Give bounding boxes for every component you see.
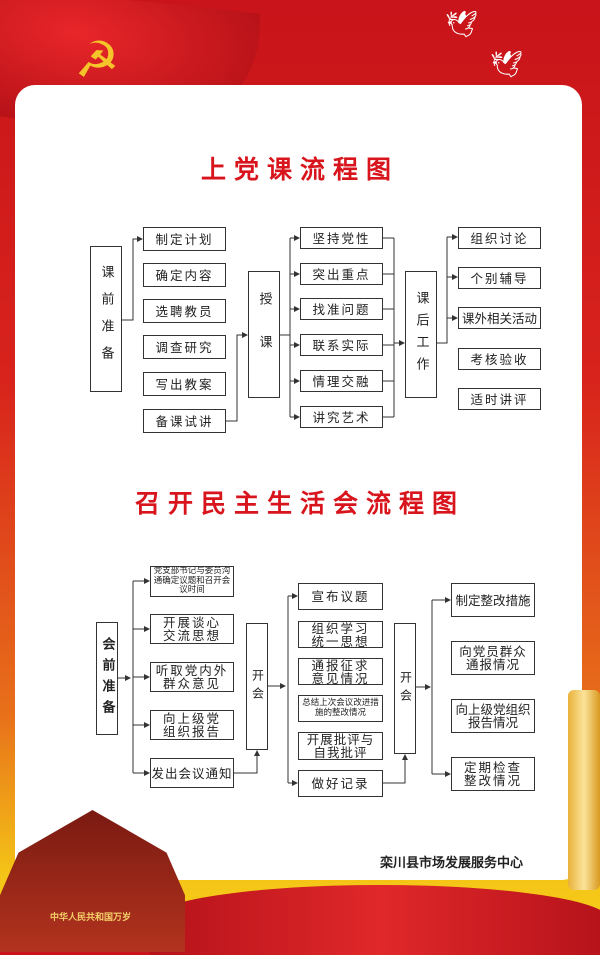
meeting-item: 做好记录	[298, 770, 383, 797]
teach-item: 坚持党性	[300, 227, 383, 249]
chart1-title: 上党课流程图	[200, 155, 399, 184]
pre-meeting-item: 开展谈心交流思想	[150, 614, 234, 644]
after-item: 考核验收	[458, 348, 541, 370]
pre-item: 调查研究	[143, 335, 226, 359]
meeting-item: 开展批评与自我批评	[298, 732, 383, 760]
after-class-box: 课后工作	[405, 271, 437, 398]
after-item: 个别辅导	[458, 267, 541, 289]
huabiao-pillar-image	[568, 690, 600, 890]
teach-item: 情理交融	[300, 370, 383, 392]
pre-meeting-item: 向上级党组织报告	[150, 710, 234, 740]
after-meeting-item: 定期检查整改情况	[451, 757, 535, 791]
organization-name: 栾川县市场发展服务中心	[380, 856, 524, 871]
pre-meeting-item: 党支部书记与委员沟通确定议题和召开会议时间	[150, 566, 234, 597]
pre-meeting-box: 会前准备	[96, 622, 118, 735]
pre-item: 确定内容	[143, 263, 226, 287]
meeting-item: 组织学习统一思想	[298, 621, 383, 648]
pre-item: 制定计划	[143, 227, 226, 251]
meeting-item: 总结上次会议改进措施的整改情况	[298, 695, 383, 722]
meeting-box-2: 开会	[394, 623, 416, 754]
dove-icon: 🕊	[490, 50, 524, 80]
teach-box: 授课	[248, 271, 280, 398]
gate-sign: 中华人民共和国万岁	[50, 913, 132, 923]
dove-icon: 🕊	[445, 10, 479, 40]
after-item: 适时讲评	[458, 388, 541, 410]
after-item: 课外相关活动	[458, 307, 541, 329]
pre-meeting-item: 听取党内外群众意见	[150, 662, 234, 692]
after-meeting-item: 向党员群众通报情况	[451, 641, 535, 675]
pre-item: 写出教案	[143, 372, 226, 396]
after-meeting-item: 制定整改措施	[451, 583, 535, 617]
chart2-title: 召开民主生活会流程图	[134, 489, 465, 518]
pre-item: 选聘教员	[143, 299, 226, 323]
party-emblem-icon: ☭	[74, 31, 120, 89]
meeting-box: 开会	[246, 623, 268, 750]
teach-item: 联系实际	[300, 334, 383, 356]
teach-item: 找准问题	[300, 298, 383, 320]
after-meeting-item: 向上级党组织报告情况	[451, 699, 535, 733]
meeting-item: 宣布议题	[298, 583, 383, 610]
pre-item: 备课试讲	[143, 409, 226, 433]
pre-meeting-item: 发出会议通知	[150, 758, 234, 788]
meeting-item: 通报征求意见情况	[298, 658, 383, 685]
teach-item: 讲究艺术	[300, 406, 383, 428]
after-item: 组织讨论	[458, 227, 541, 249]
teach-item: 突出重点	[300, 263, 383, 285]
red-ribbon	[150, 885, 600, 955]
pre-class-box: 课前准备	[90, 246, 122, 392]
